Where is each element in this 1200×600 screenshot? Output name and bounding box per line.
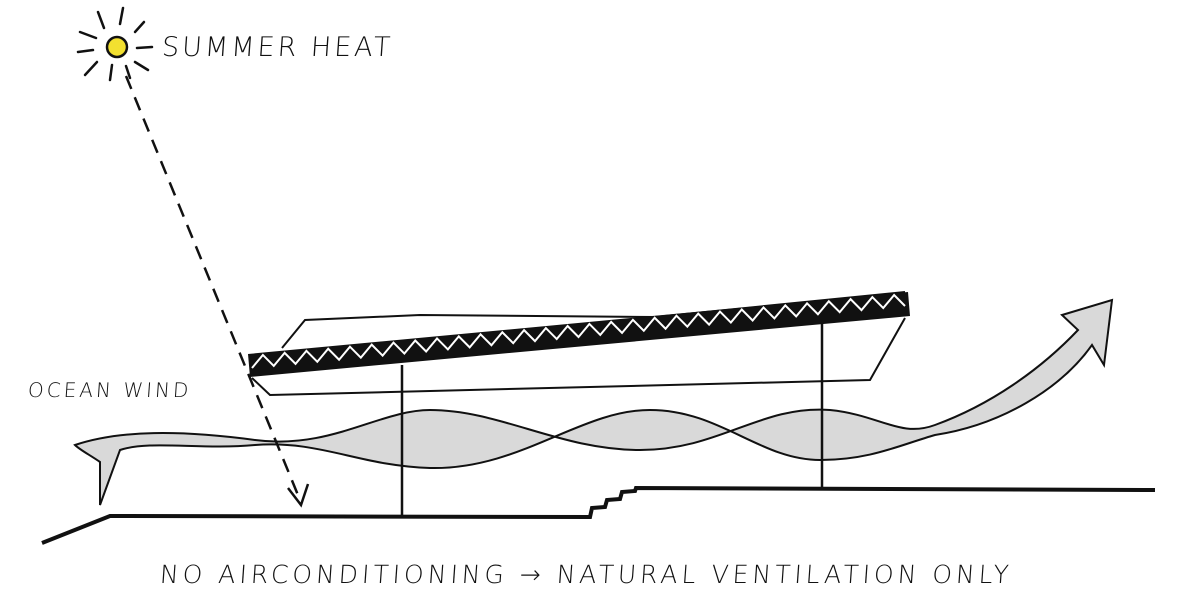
ocean-wind-arrow	[73, 298, 1114, 506]
truss-zigzag	[251, 293, 906, 369]
summer-heat-label: SUMMER HEAT	[160, 32, 395, 63]
sun-ray-arrowhead	[287, 483, 310, 508]
sun-icon	[76, 6, 154, 82]
sun-ray-dashed	[124, 75, 302, 501]
roof-lower-outline	[251, 317, 906, 397]
ocean-wind-label: OCEAN WIND	[27, 378, 193, 402]
caption: NO AIRCONDITIONING → NATURAL VENTILATION…	[158, 560, 1014, 589]
ground-line	[41, 485, 1156, 545]
roof-truss	[248, 292, 910, 377]
